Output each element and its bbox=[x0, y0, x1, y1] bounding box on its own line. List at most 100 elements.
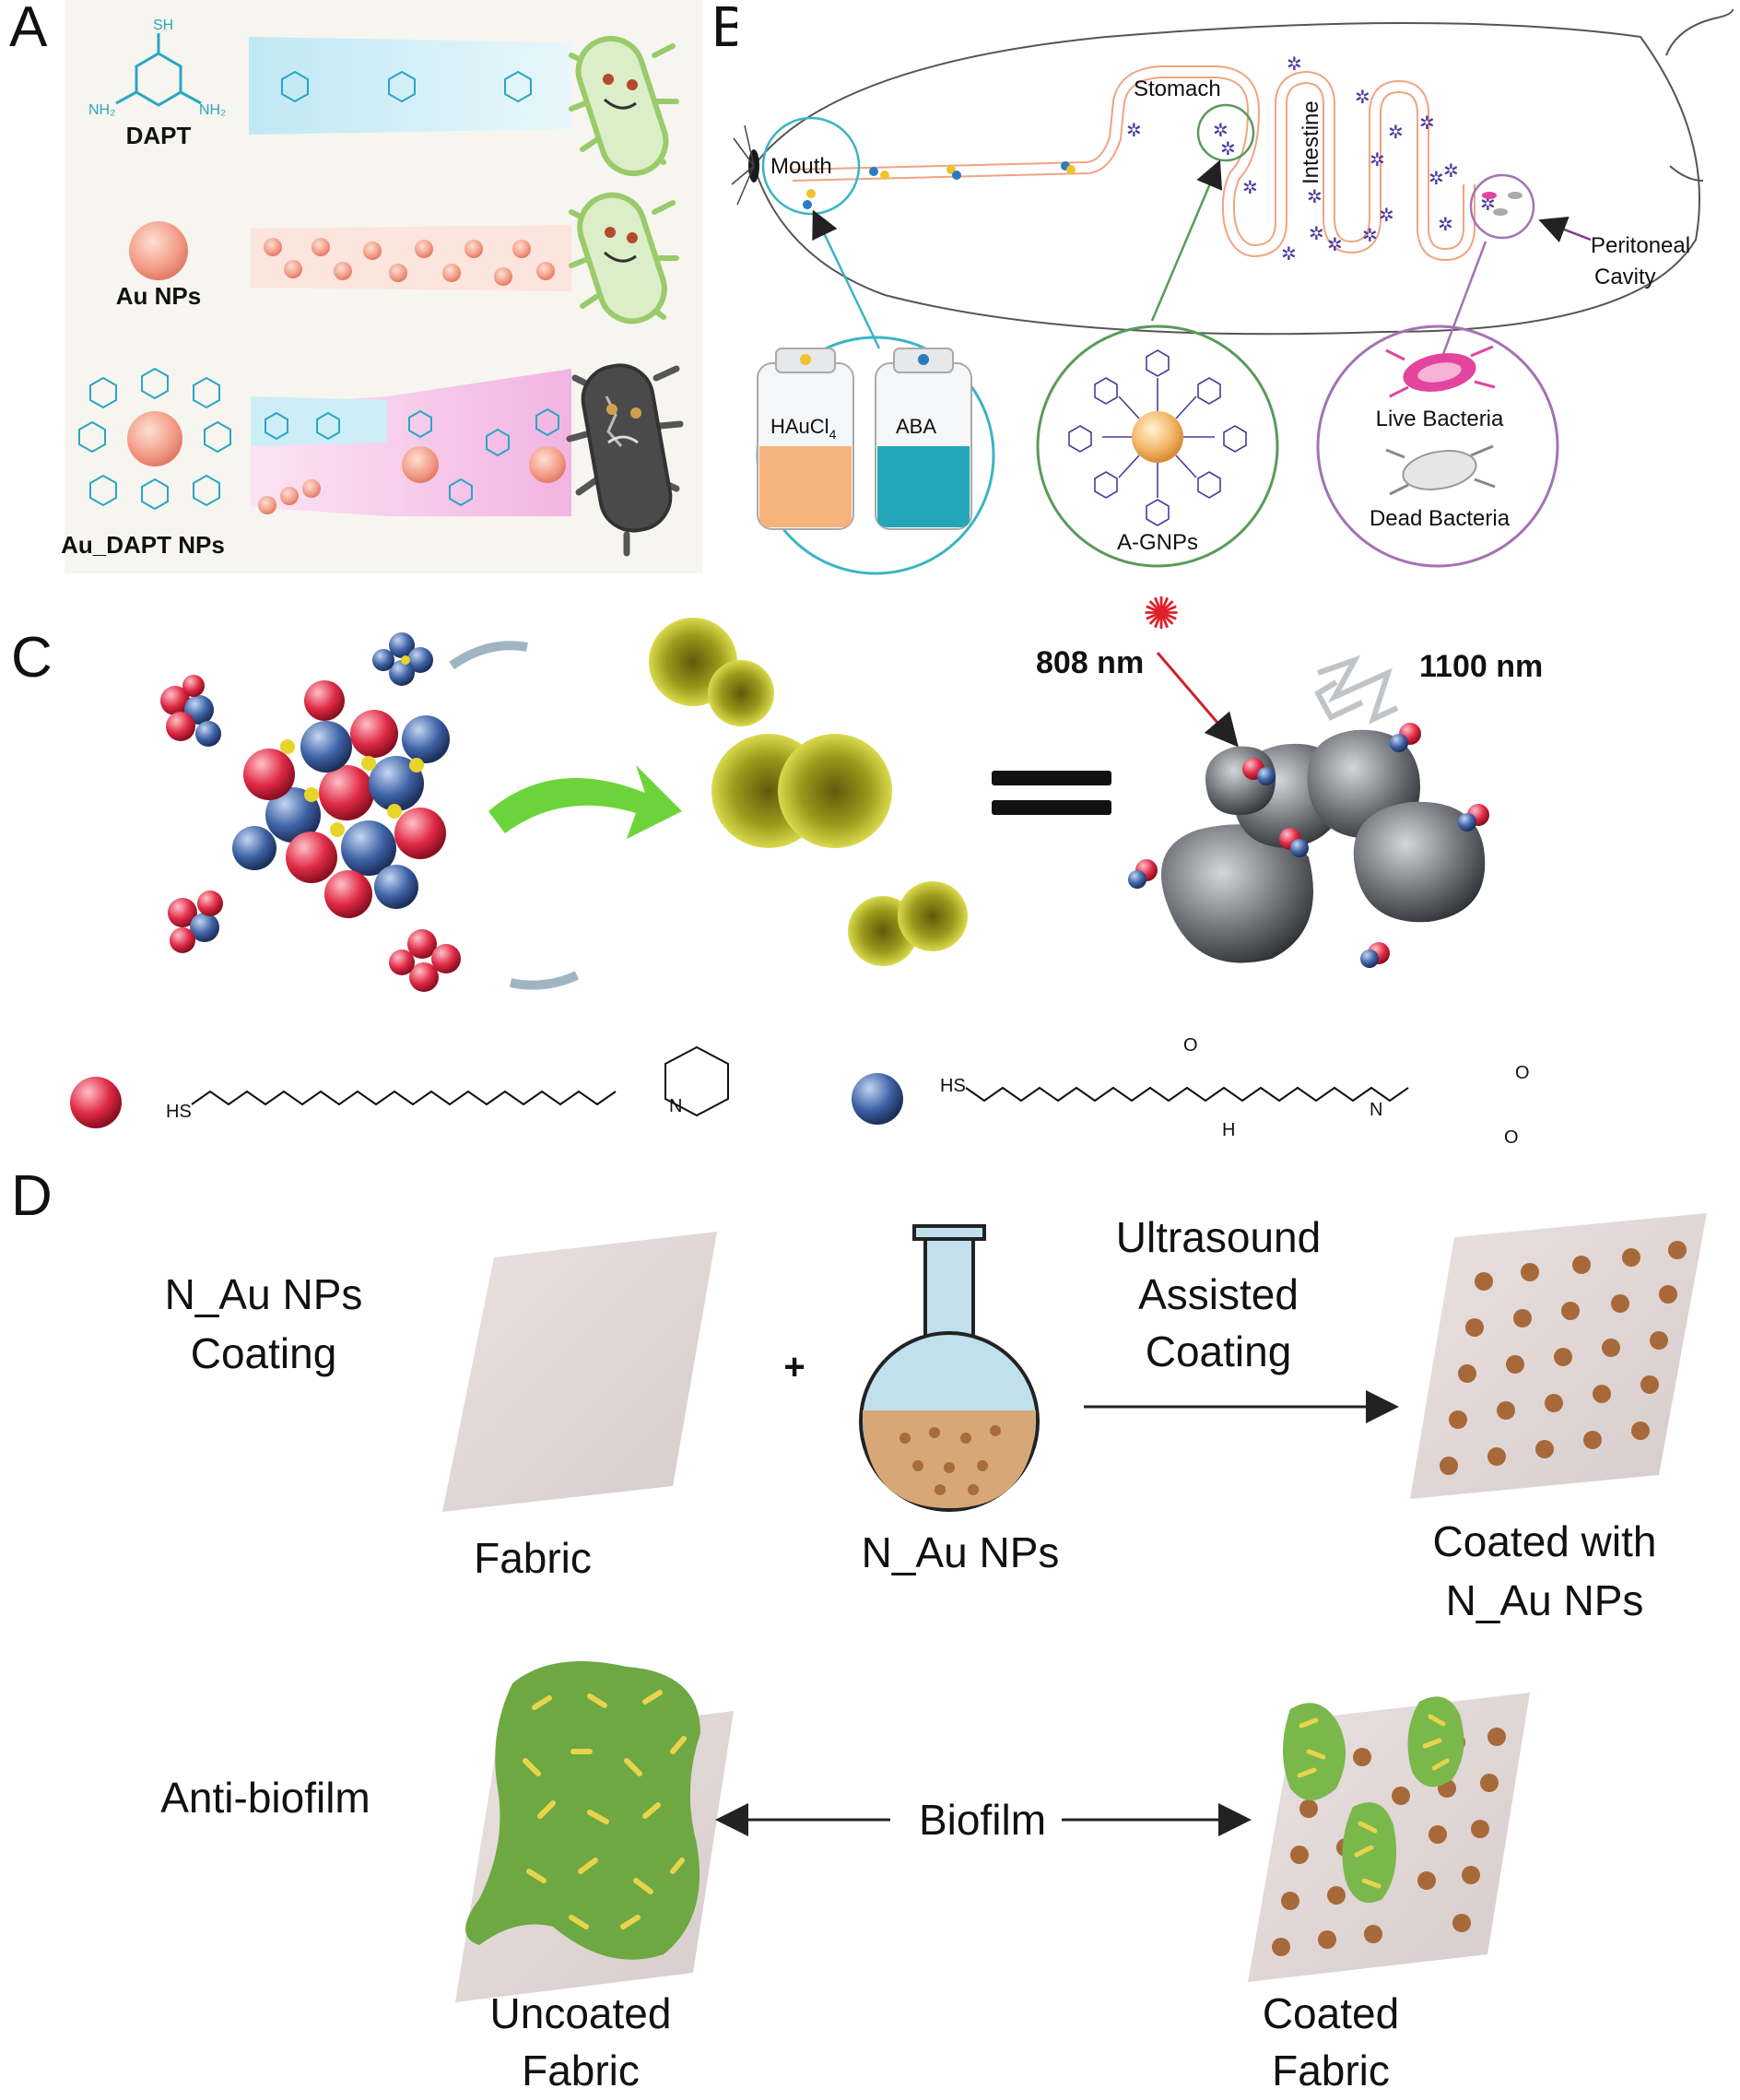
bacterium-dead bbox=[566, 363, 684, 557]
n-label-2: N bbox=[1370, 1100, 1382, 1120]
mouse-whiskers bbox=[731, 124, 755, 206]
nh-label: H bbox=[1222, 1120, 1235, 1140]
peritoneal-down-arrow bbox=[1441, 241, 1487, 355]
o-label-sulfonate-2: O bbox=[1504, 1127, 1519, 1148]
ultrasound-label-1: Ultrasound bbox=[1116, 1213, 1321, 1261]
small-cluster-3 bbox=[168, 891, 223, 953]
agnp-ligands bbox=[1068, 349, 1247, 526]
aba-label: ABA bbox=[896, 415, 936, 438]
agnps-label: A-GNPs bbox=[1117, 530, 1198, 555]
svg-text:✲: ✲ bbox=[1443, 159, 1459, 182]
o-label-sulfonate-1: O bbox=[1515, 1063, 1530, 1083]
hs-label-1: HS bbox=[166, 1102, 192, 1122]
bacteria-circle bbox=[1316, 324, 1559, 568]
svg-text:✲: ✲ bbox=[1362, 224, 1378, 246]
dead-bacterium-icon bbox=[1385, 444, 1496, 496]
panel-letter-a: A bbox=[9, 0, 48, 59]
hs-label-2: HS bbox=[940, 1076, 966, 1096]
n-label-1: N bbox=[669, 1096, 682, 1116]
live-bacterium-icon bbox=[1385, 345, 1496, 398]
small-arrow-top bbox=[449, 641, 528, 670]
anti-biofilm-label: Anti-biofilm bbox=[160, 1774, 370, 1822]
ultrasound-label-2: Assisted bbox=[1138, 1270, 1299, 1318]
small-arrow-bottom bbox=[509, 971, 580, 990]
live-bacteria-label: Live Bacteria bbox=[1376, 407, 1504, 431]
svg-text:NH₂: NH₂ bbox=[199, 102, 226, 118]
red-ligand-chain bbox=[191, 1090, 617, 1106]
tract-particles bbox=[803, 161, 1076, 209]
peritoneal-label-1: Peritoneal bbox=[1591, 233, 1690, 258]
equals-sign bbox=[992, 771, 1111, 815]
coated-with-label-1: Coated with bbox=[1433, 1517, 1657, 1565]
au-dapt-dapt-beam bbox=[251, 396, 387, 446]
svg-text:✲: ✲ bbox=[1370, 148, 1385, 171]
peritoneal-label-2: Cavity bbox=[1594, 265, 1656, 289]
peritoneal-arrow bbox=[1538, 216, 1592, 242]
panel-a: SH NH₂ NH₂ DAPT Au NPs bbox=[61, 0, 702, 573]
svg-text:✲: ✲ bbox=[1388, 121, 1404, 143]
coating-title-2: Coating bbox=[191, 1329, 337, 1377]
au-dapt-beam-particles bbox=[258, 446, 566, 514]
uncoated-label-1: Uncoated bbox=[490, 1989, 672, 2037]
emission-lightning bbox=[1314, 655, 1399, 725]
stomach-label: Stomach bbox=[1134, 77, 1221, 101]
coated-fabric-label-2: Fabric bbox=[1272, 2047, 1390, 2094]
bacterium-healthy-2 bbox=[569, 192, 679, 324]
svg-text:✲: ✲ bbox=[1213, 119, 1229, 141]
bacterium-healthy-1 bbox=[569, 35, 679, 177]
plus-sign: + bbox=[783, 1347, 805, 1387]
svg-text:✲: ✲ bbox=[1355, 86, 1370, 108]
svg-text:SH: SH bbox=[153, 18, 173, 33]
yellow-sphere-dimers bbox=[649, 618, 968, 966]
coating-title-1: N_Au NPs bbox=[165, 1270, 363, 1318]
mouth-label: Mouth bbox=[770, 154, 832, 179]
mouse-body-outline bbox=[752, 22, 1700, 336]
mouth-arrow bbox=[812, 209, 881, 349]
fabric-sheet bbox=[442, 1232, 717, 1512]
panel-letter-c: C bbox=[11, 626, 53, 690]
panel-b: Mouth Stomach Intestine ✲✲✲ ✲✲✲ ✲✲✲ ✲✲✲ … bbox=[731, 0, 1734, 577]
small-cluster-4 bbox=[389, 929, 461, 992]
svg-text:✲: ✲ bbox=[1307, 185, 1323, 207]
agnp-core bbox=[1132, 411, 1183, 463]
laser-arrow bbox=[1156, 652, 1239, 748]
mixed-cluster bbox=[232, 680, 450, 918]
dapt-label: DAPT bbox=[126, 122, 192, 149]
au-beam-particles bbox=[264, 238, 555, 286]
ultrasound-label-3: Coating bbox=[1146, 1327, 1292, 1375]
coated-fabric-particles bbox=[1440, 1241, 1687, 1475]
au-beam bbox=[251, 225, 571, 291]
haucl4-label: HAuCl4 bbox=[770, 415, 837, 442]
svg-text:✲: ✲ bbox=[1438, 213, 1453, 235]
svg-text:✲: ✲ bbox=[1419, 112, 1435, 134]
o-label-carbonyl: O bbox=[1183, 1035, 1198, 1056]
panel-c: ✺ 808 nm 1100 nm HS N HS O bbox=[70, 588, 1543, 1148]
small-cluster-1 bbox=[160, 675, 221, 747]
au-nps-label: Au NPs bbox=[116, 282, 201, 310]
au-dapt-label: Au_DAPT NPs bbox=[61, 531, 225, 559]
uncoated-biofilm bbox=[465, 1661, 700, 1960]
flask-label: N_Au NPs bbox=[862, 1528, 1060, 1576]
nanocluster-decorations bbox=[1128, 723, 1489, 968]
biofilm-label: Biofilm bbox=[919, 1796, 1046, 1844]
coated-fabric-label-1: Coated bbox=[1263, 1989, 1399, 2037]
uncoated-label-2: Fabric bbox=[522, 2047, 640, 2094]
svg-text:✲: ✲ bbox=[1242, 176, 1258, 198]
agnps-circle bbox=[1036, 324, 1279, 568]
mouse-tail bbox=[1665, 8, 1734, 56]
svg-text:✲: ✲ bbox=[1126, 119, 1142, 141]
mouth-circle bbox=[761, 116, 861, 216]
svg-text:✲: ✲ bbox=[1428, 167, 1444, 189]
svg-text:NH₂: NH₂ bbox=[88, 102, 115, 118]
svg-text:✲: ✲ bbox=[1327, 233, 1343, 255]
laser-burst-icon: ✺ bbox=[1143, 588, 1180, 640]
panel-letter-d: D bbox=[11, 1164, 53, 1228]
haucl4-bottle bbox=[757, 348, 854, 530]
wavelength-808-label: 808 nm bbox=[1036, 645, 1144, 680]
big-green-arrow bbox=[488, 765, 682, 839]
stomach-circle bbox=[1196, 103, 1255, 162]
dapt-molecule: SH NH₂ NH₂ bbox=[88, 18, 226, 118]
au-np-sphere bbox=[129, 221, 188, 280]
uncoated-biofilm-bacteria bbox=[523, 1690, 687, 1929]
